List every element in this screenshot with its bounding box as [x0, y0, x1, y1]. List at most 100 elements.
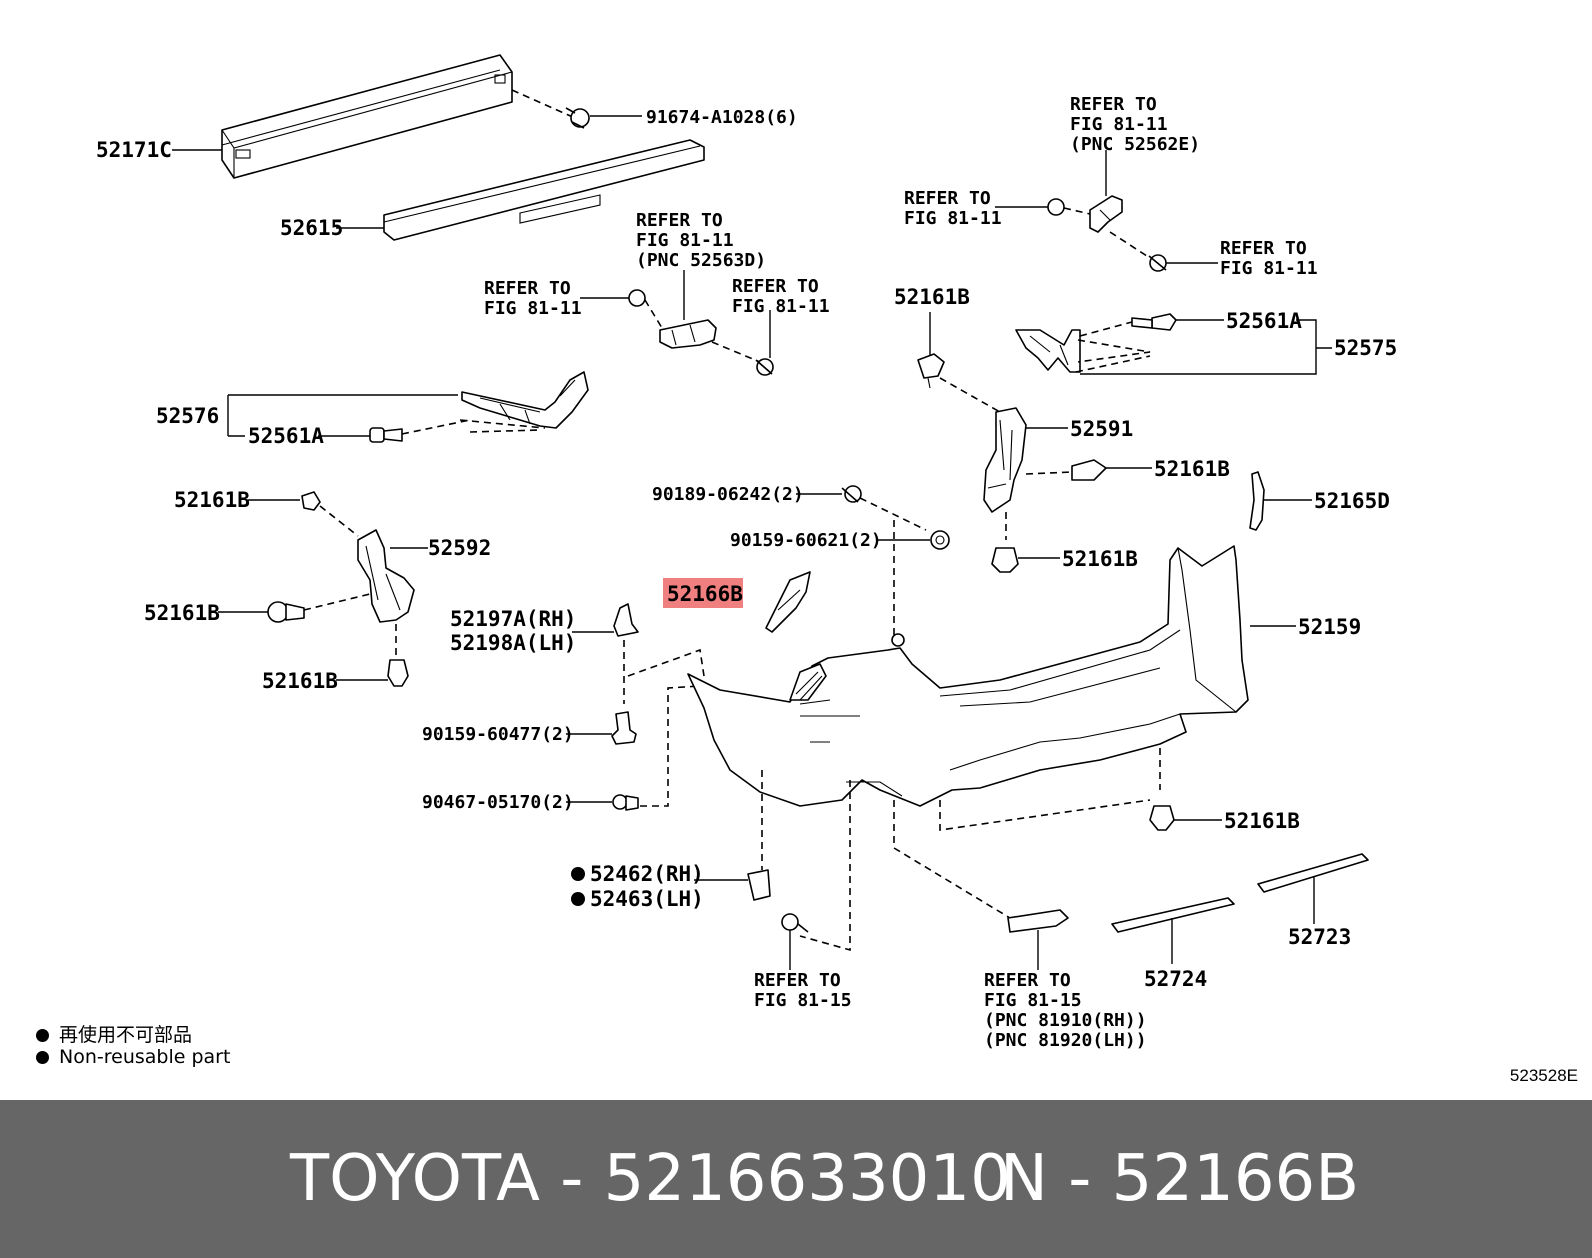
- svg-text:(PNC 81910(RH)): (PNC 81910(RH)): [984, 1010, 1147, 1031]
- svg-text:REFER TO: REFER TO: [754, 970, 841, 991]
- ref-note-clip-left: REFER TO FIG 81-11: [904, 188, 1002, 229]
- ref-note-left: REFER TO FIG 81-11: [484, 278, 582, 319]
- svg-text:FIG 81-11: FIG 81-11: [904, 208, 1002, 229]
- diagram-canvas: 52171C 91674-A1028(6) 52615 52576 52561A…: [96, 54, 1397, 1051]
- cover-52462-icon: [694, 869, 771, 901]
- label-52161B-4[interactable]: 52161B: [894, 285, 970, 309]
- reflector-52166B: [765, 571, 811, 633]
- label-52161B-2[interactable]: 52161B: [144, 601, 220, 625]
- svg-text:(PNC 52562E): (PNC 52562E): [1070, 134, 1200, 155]
- legend-line-jp: 再使用不可部品: [36, 1020, 192, 1047]
- absorber-52615: [383, 139, 705, 241]
- label-52591[interactable]: 52591: [1070, 417, 1133, 441]
- svg-text:FIG 81-11: FIG 81-11: [732, 296, 830, 317]
- svg-text:REFER TO: REFER TO: [732, 276, 819, 297]
- illustration-code: 523528E: [1509, 1066, 1578, 1085]
- retainer-52576: [459, 371, 589, 433]
- bumper-cover-52159: [687, 545, 1249, 952]
- label-52161B-3[interactable]: 52161B: [262, 669, 338, 693]
- svg-text:FIG 81-11: FIG 81-11: [1070, 114, 1168, 135]
- clip-90467-05170-icon: [566, 685, 701, 811]
- footer-brand-part: TOYOTA - 5216633010: [290, 1142, 1011, 1216]
- screw-90159-60477-icon: [566, 711, 637, 745]
- svg-text:(PNC 52563D): (PNC 52563D): [636, 250, 766, 271]
- label-52463[interactable]: 52463(LH): [590, 887, 704, 911]
- svg-text:(PNC 81920(LH)): (PNC 81920(LH)): [984, 1030, 1147, 1051]
- label-52171C[interactable]: 52171C: [96, 138, 172, 162]
- label-52724[interactable]: 52724: [1144, 967, 1207, 991]
- svg-text:FIG 81-15: FIG 81-15: [754, 990, 852, 1011]
- ref-note-52562E: REFER TO FIG 81-11 (PNC 52562E): [1070, 94, 1200, 155]
- non-reusable-dot-icon: [571, 892, 585, 906]
- label-90159-60477[interactable]: 90159-60477(2): [422, 724, 574, 745]
- label-90467[interactable]: 90467-05170(2): [422, 792, 574, 813]
- svg-text:REFER TO: REFER TO: [636, 210, 723, 231]
- bolt-91674-icon: [511, 89, 590, 129]
- svg-text:REFER TO: REFER TO: [1220, 238, 1307, 259]
- nut-90159-60621-icon: [878, 520, 950, 636]
- ref-note-nut-right: REFER TO FIG 81-11: [1220, 238, 1318, 279]
- label-90159-60621[interactable]: 90159-60621(2): [730, 530, 882, 551]
- label-52161B-5[interactable]: 52161B: [1154, 457, 1230, 481]
- clip-52161B-center-icon: [917, 312, 1001, 413]
- label-52197A[interactable]: 52197A(RH): [450, 607, 576, 631]
- label-52161B-6[interactable]: 52161B: [1062, 547, 1138, 571]
- non-reusable-dot-icon: [571, 867, 585, 881]
- bracket-52591: [983, 407, 1068, 540]
- label-52561A-right[interactable]: 52561A: [1226, 309, 1302, 333]
- svg-text:REFER TO: REFER TO: [984, 970, 1071, 991]
- svg-text:FIG 81-11: FIG 81-11: [484, 298, 582, 319]
- footer-ref-part: N - 52166B: [1000, 1142, 1360, 1216]
- ref-note-52563D: REFER TO FIG 81-11 (PNC 52563D): [636, 210, 766, 271]
- parts-diagram: 52171C 91674-A1028(6) 52615 52576 52561A…: [36, 54, 1578, 1085]
- clip-52561A-left-icon: [369, 419, 471, 443]
- svg-text:REFER TO: REFER TO: [904, 188, 991, 209]
- svg-text:FIG 81-11: FIG 81-11: [1220, 258, 1318, 279]
- label-52159[interactable]: 52159: [1298, 615, 1361, 639]
- retainer-52575: [1015, 329, 1151, 373]
- bullet-dot-icon: [36, 1051, 49, 1064]
- molding-52724: [1111, 897, 1235, 964]
- label-52161B-7[interactable]: 52161B: [1224, 809, 1300, 833]
- bracket-52562E-icon: [995, 150, 1218, 272]
- label-52576[interactable]: 52576: [156, 404, 219, 428]
- ref-note-fig81-15-bolt: REFER TO FIG 81-15: [754, 970, 852, 1011]
- label-91674[interactable]: 91674-A1028(6): [646, 107, 798, 128]
- svg-text:REFER TO: REFER TO: [484, 278, 571, 299]
- svg-text:REFER TO: REFER TO: [1070, 94, 1157, 115]
- label-52615[interactable]: 52615: [280, 216, 343, 240]
- ref-note-fig81-15-reflector: REFER TO FIG 81-15 (PNC 81910(RH)) (PNC …: [984, 970, 1147, 1051]
- clip-52161B-left-top-icon: [248, 491, 359, 537]
- label-52592[interactable]: 52592: [428, 536, 491, 560]
- clip-52161B-bottom-icon: [1149, 805, 1222, 831]
- label-52198A[interactable]: 52198A(LH): [450, 631, 576, 655]
- molding-52723: [1257, 853, 1369, 924]
- clip-52161B-below-icon: [991, 547, 1060, 573]
- clip-52161B-right-icon: [1025, 459, 1152, 481]
- highlight-box: [663, 578, 743, 608]
- trim-52165D: [1249, 471, 1312, 531]
- bracket-52563D-icon: [628, 270, 774, 376]
- label-52561A-left[interactable]: 52561A: [248, 424, 324, 448]
- legend-text-jp: 再使用不可部品: [59, 1024, 193, 1046]
- legend-text-en: Non-reusable part: [59, 1046, 231, 1068]
- label-52161B-1[interactable]: 52161B: [174, 488, 250, 512]
- label-52723[interactable]: 52723: [1288, 925, 1351, 949]
- label-90189[interactable]: 90189-06242(2): [652, 484, 804, 505]
- footer-bar: TOYOTA - 5216633010 N - 52166B: [0, 1100, 1592, 1258]
- label-52575[interactable]: 52575: [1334, 336, 1397, 360]
- clip-52161B-left-low-icon: [336, 624, 409, 687]
- clip-52561A-right-icon: [1079, 313, 1177, 337]
- bracket-52592: [357, 529, 428, 623]
- reinforcement-52171C: [221, 54, 513, 179]
- bolt-fig81-15-icon: [781, 913, 809, 970]
- label-52462[interactable]: 52462(RH): [590, 862, 704, 886]
- clip-52197A-icon: [572, 603, 705, 704]
- label-52166B[interactable]: 52166B: [667, 582, 743, 606]
- reflector-81910-icon: [1007, 909, 1069, 970]
- svg-text:FIG 81-11: FIG 81-11: [636, 230, 734, 251]
- ref-note-right: REFER TO FIG 81-11: [732, 276, 830, 317]
- legend-line-en: Non-reusable part: [36, 1046, 230, 1068]
- bolt-90189-icon: [796, 485, 927, 531]
- label-52165D[interactable]: 52165D: [1314, 489, 1390, 513]
